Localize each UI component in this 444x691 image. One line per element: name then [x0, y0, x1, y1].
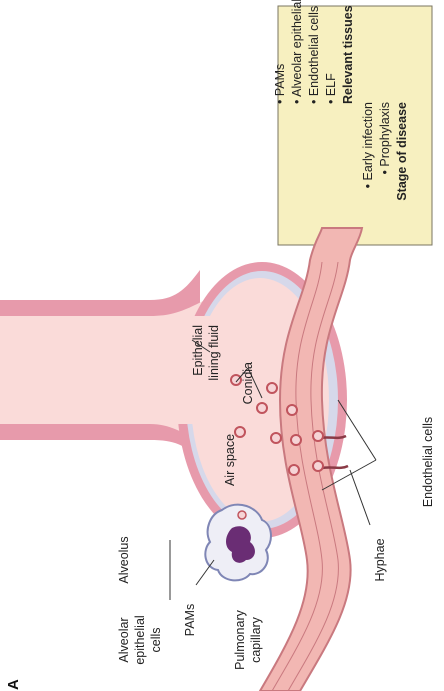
stage-heading: Stage of disease: [395, 102, 409, 201]
label-endothelial-cells: Endothelial cells: [421, 417, 435, 507]
conidium: [313, 431, 323, 441]
label-alveolar-epithelial-cells: cells: [149, 627, 163, 652]
label-alveolar-epithelial-cells: epithelial: [133, 615, 147, 664]
label-epithelial-lining-fluid: Epithelial: [191, 325, 205, 376]
pam-engulfed-conidium: [238, 511, 246, 519]
label-conidia: Conidia: [241, 362, 255, 404]
pams-leader: [196, 560, 214, 585]
tissue-item: • ELF: [324, 73, 338, 104]
tissue-item: • Alveolar epithelial cells: [290, 0, 304, 104]
label-pams: PAMs: [183, 604, 197, 636]
label-alveolar-epithelial-cells: Alveolar: [117, 617, 131, 662]
label-air-space: Air space: [223, 434, 237, 486]
label-pulmonary-capillary: capillary: [249, 616, 263, 663]
tissue-item: • Endothelial cells: [307, 6, 321, 104]
hyphae-leader: [350, 470, 370, 525]
tissue-item: • PAMs: [273, 64, 287, 104]
conidium: [271, 433, 281, 443]
conidium: [289, 465, 299, 475]
conidium: [313, 461, 323, 471]
stage-item: • Prophylaxis: [378, 102, 392, 174]
conidium: [231, 375, 241, 385]
panel-letter: A: [5, 679, 22, 690]
conidium: [287, 405, 297, 415]
label-epithelial-lining-fluid: lining fluid: [207, 325, 221, 381]
tissues-heading: Relevant tissues: [341, 5, 355, 104]
stage-item: • Early infection: [361, 102, 375, 188]
conidium: [257, 403, 267, 413]
conidium: [291, 435, 301, 445]
label-pulmonary-capillary: Pulmonary: [233, 609, 247, 669]
conidium: [267, 383, 277, 393]
label-alveolus: Alveolus: [117, 536, 131, 583]
label-hyphae: Hyphae: [373, 538, 387, 581]
